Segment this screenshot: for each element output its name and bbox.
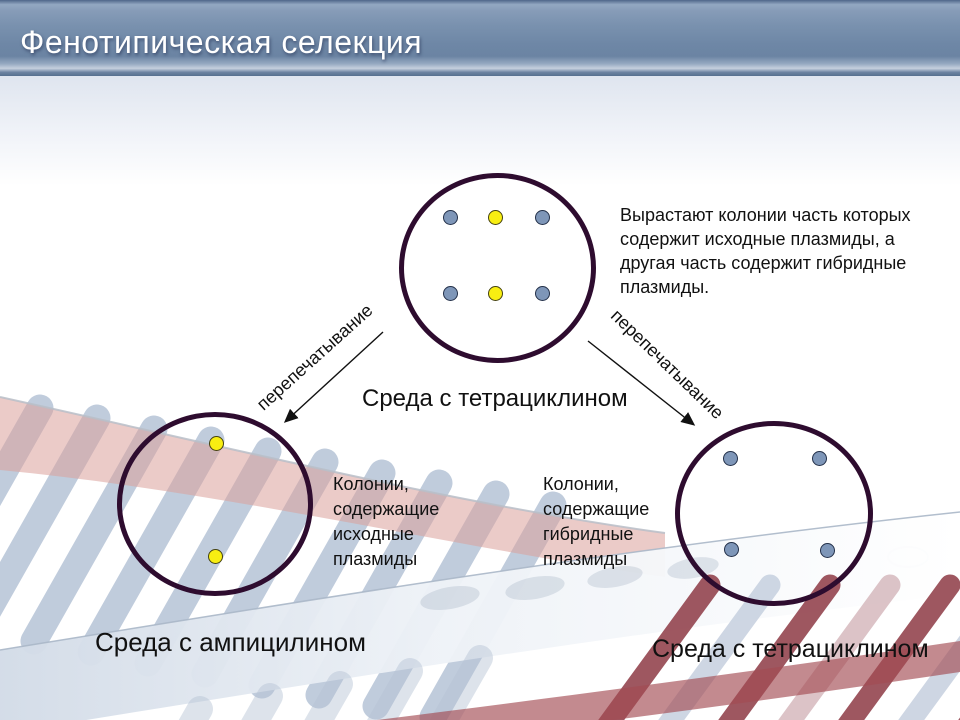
colony-dot-original	[487, 209, 503, 225]
colony-dot-hybrid	[442, 209, 458, 225]
petri-dish-tetracycline	[675, 421, 873, 606]
colony-dot-original	[487, 285, 503, 301]
colony-dot-hybrid	[723, 541, 739, 557]
petri-dish-ampicillin	[117, 412, 313, 596]
title-bar-fade	[0, 76, 960, 186]
colony-dot-hybrid	[819, 542, 835, 558]
title-bar: Фенотипическая селекция	[0, 0, 960, 76]
dna-backbone-edge	[0, 396, 666, 534]
slide-title: Фенотипическая селекция	[20, 24, 423, 60]
medium-label-ampicillin: Среда с ампицилином	[95, 627, 366, 657]
colony-dot-hybrid	[442, 285, 458, 301]
caption-hybrid-plasmids: Колонии, содержащие гибридные плазмиды	[543, 474, 650, 569]
medium-label-tetracycline-right: Среда с тетрациклином	[652, 635, 929, 663]
colonies-annotation: Вырастают колонии часть которых содержит…	[620, 205, 911, 297]
dna-rungs-lower	[178, 645, 493, 720]
colony-dot-hybrid	[811, 450, 827, 466]
corner-red-band	[376, 641, 960, 720]
colony-dot-hybrid	[534, 285, 550, 301]
petri-dish-mixed-colonies	[399, 173, 596, 363]
colony-dot-original	[207, 548, 223, 564]
medium-label-tetracycline-top: Среда с тетрациклином	[362, 385, 628, 412]
colony-dot-hybrid	[534, 209, 550, 225]
caption-original-plasmids: Колонии, содержащие исходные плазмиды	[333, 474, 440, 569]
colony-dot-original	[208, 435, 224, 451]
colony-dot-hybrid	[722, 450, 738, 466]
